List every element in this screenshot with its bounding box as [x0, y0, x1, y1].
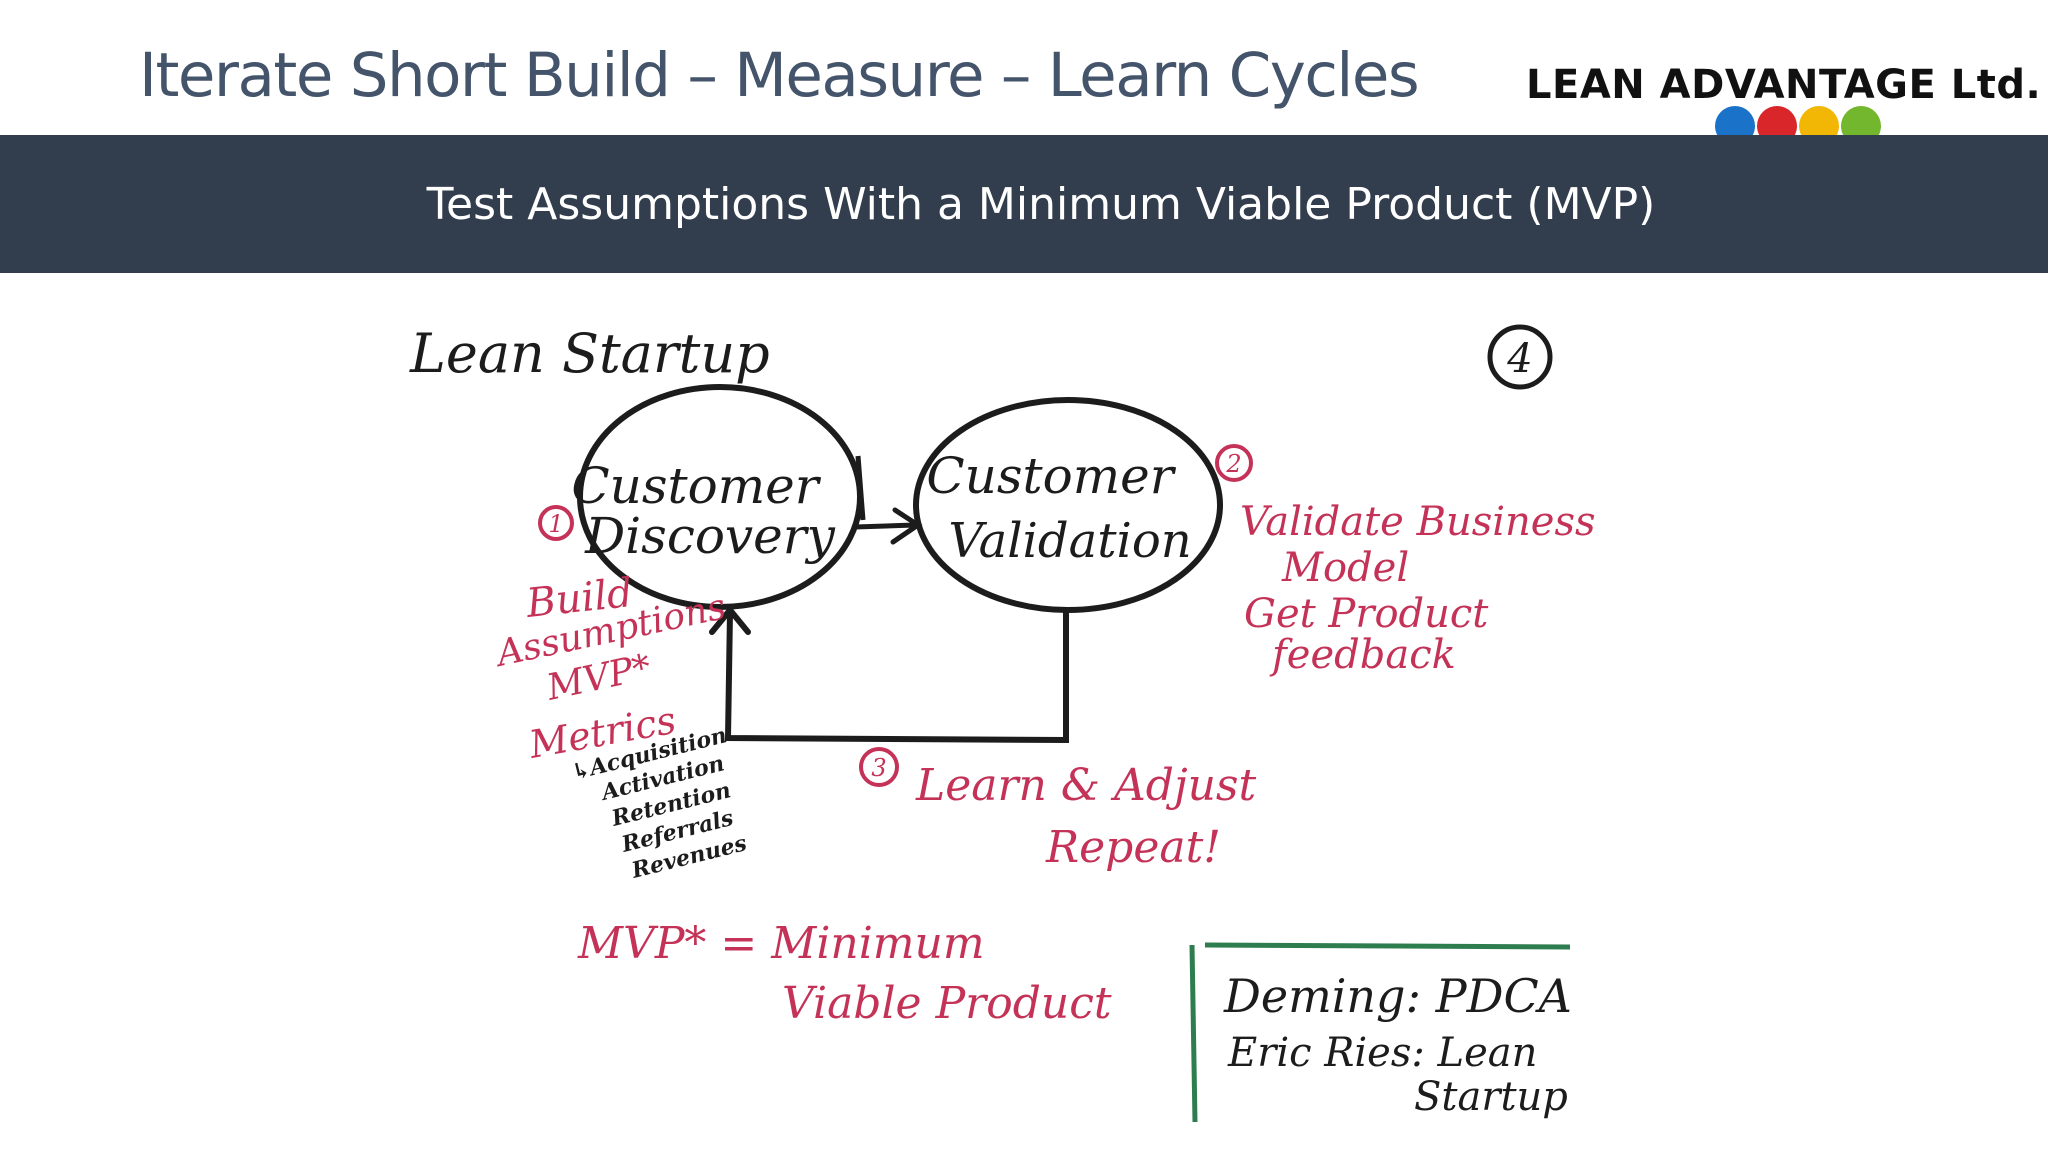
reference-deming: Deming: PDCA — [1223, 969, 1572, 1023]
note-feedback: feedback — [1269, 632, 1456, 678]
sketch-heading: Lean Startup — [409, 322, 770, 385]
step-2-number: 2 — [1225, 450, 1241, 478]
step-1-circle — [538, 505, 574, 541]
loop-learn-adjust: Learn & Adjust — [915, 760, 1257, 811]
subtitle-banner: Test Assumptions With a Minimum Viable P… — [0, 135, 2048, 273]
customer-validation-node — [913, 397, 1223, 613]
validation-label-line2: Validation — [948, 513, 1191, 569]
step-3-number: 3 — [871, 754, 886, 782]
feedback-loop-line — [724, 611, 1069, 744]
discovery-label-line2: Discovery — [584, 507, 836, 565]
company-logo: LEAN ADVANTAGE Ltd. — [1522, 62, 2041, 146]
feedback-loop-arrowhead — [709, 605, 751, 635]
reference-box-border — [1189, 942, 1571, 1123]
footnote-line1: MVP* = Minimum — [577, 918, 985, 969]
page-marker-number: 4 — [1506, 336, 1532, 382]
note-build: Build — [523, 570, 635, 627]
discovery-bracket — [855, 455, 866, 521]
footnote-line2: Viable Product — [782, 978, 1112, 1029]
note-model: Model — [1281, 545, 1409, 591]
note-get-product: Get Product — [1244, 591, 1489, 637]
step-2-circle — [1215, 444, 1253, 482]
step-3-circle — [859, 747, 899, 787]
reference-startup: Startup — [1414, 1074, 1568, 1120]
validation-label-line1: Customer — [926, 447, 1176, 505]
logo-text: LEAN ADVANTAGE Ltd. — [1526, 62, 2042, 108]
slide-title: Iterate Short Build – Measure – Learn Cy… — [139, 40, 1420, 111]
whiteboard-sketch: Lean Startup 4 Customer Discovery Custom… — [409, 322, 1596, 1123]
page-marker-circle — [1487, 324, 1553, 390]
discovery-label-line1: Customer — [571, 457, 821, 515]
reference-ries: Eric Ries: Lean — [1227, 1030, 1537, 1076]
banner-text: Test Assumptions With a Minimum Viable P… — [426, 178, 1656, 230]
loop-repeat: Repeat! — [1045, 822, 1221, 873]
note-validate-business: Validate Business — [1240, 499, 1596, 545]
step-1-number: 1 — [548, 510, 563, 538]
